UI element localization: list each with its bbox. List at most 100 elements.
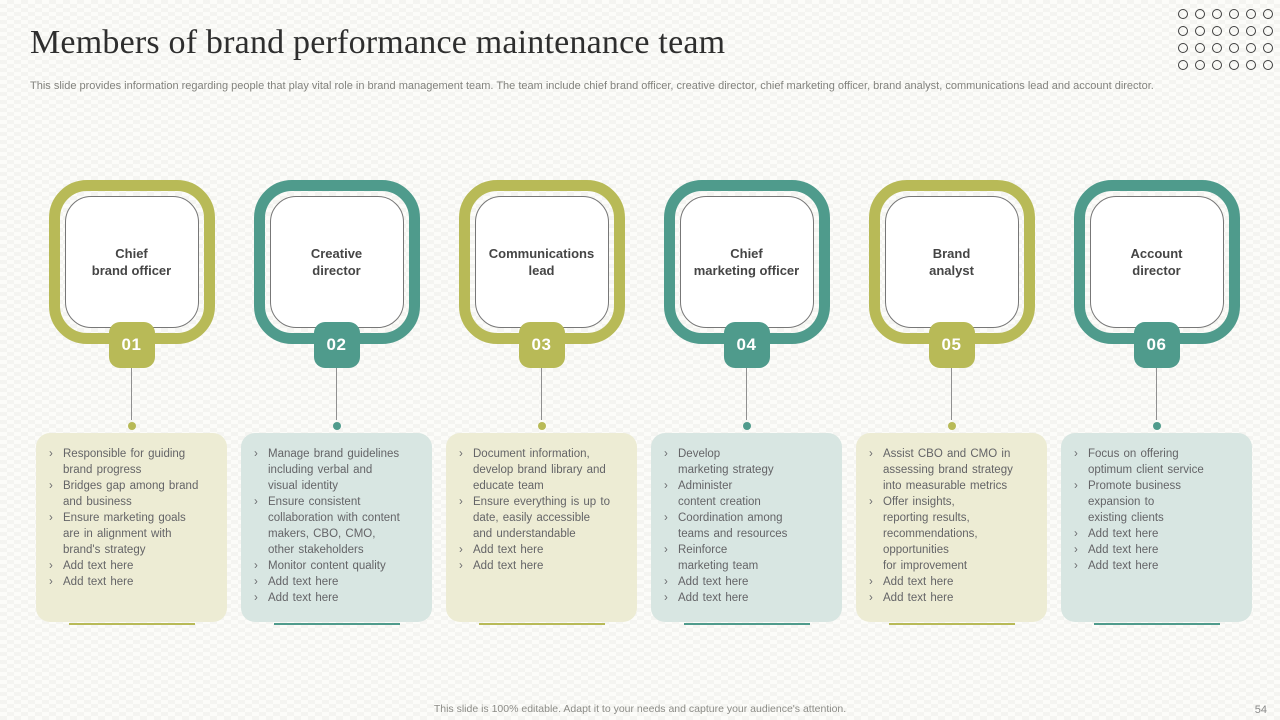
accent-underline [683,623,810,625]
bullet-item: ›Add text here [251,590,424,606]
bullet-item: ›Add text here [456,558,629,574]
ring-icon [1229,26,1239,36]
bullet-item: › Add text here [456,542,629,558]
bullet-item: ›Manage brand guidelines including verba… [251,446,424,494]
bullet-item: › Develop marketing strategy [661,446,834,478]
member-info-box: ›Responsible for guiding brand progress›… [36,433,227,625]
ring-icon [1212,60,1222,70]
bullet-text: Offer insights, reporting results, recom… [883,496,978,572]
chevron-bullet-icon: › [459,560,463,572]
member-card-inner: Chief marketing officer [679,196,814,328]
ring-icon [1263,9,1273,19]
accent-underline [888,623,1015,625]
member-column: Communications lead 03 › Document informa… [446,180,637,625]
chevron-bullet-icon: › [459,544,463,556]
chevron-bullet-icon: › [254,496,258,508]
bullet-text: Document information, develop brand libr… [473,448,606,492]
bullet-item: ›Promote business expansion to existing … [1071,478,1244,526]
chevron-bullet-icon: › [1074,544,1078,556]
chevron-bullet-icon: › [1074,560,1078,572]
bullet-text: Bridges gap among brand and business [63,480,199,508]
bullet-text: Ensure consistent collaboration with con… [268,496,400,556]
bullet-text: Add text here [678,576,749,588]
member-card-inner: Chief brand officer [64,196,199,328]
bullet-text: Add text here [1088,560,1159,572]
accent-underline [68,623,195,625]
ring-icon [1195,9,1205,19]
member-info-box: › Document information, develop brand lib… [446,433,637,625]
bullet-item: ›Responsible for guiding brand progress [46,446,219,478]
chevron-bullet-icon: › [49,576,53,588]
member-card: Creative director 02 [253,180,420,368]
accent-underline [1093,623,1220,625]
member-card-inner: Creative director [269,196,404,328]
ring-icon [1212,9,1222,19]
member-number-badge: 02 [313,322,360,368]
connector-line [1156,368,1157,420]
bullet-text: Add text here [473,544,544,556]
member-info-box: ›Assist CBO and CMO in assessing brand s… [856,433,1047,625]
member-number-badge: 03 [518,322,565,368]
member-card-inner: Account director [1089,196,1224,328]
bullet-text: Add text here [1088,544,1159,556]
bullet-item: ›Add text here [866,590,1039,606]
bullet-item: › Focus on offering optimum client servic… [1071,446,1244,478]
bullet-text: Ensure everything is up to date, easily … [473,496,610,540]
ring-icon [1178,43,1188,53]
bullet-text: Promote business expansion to existing c… [1088,480,1182,524]
ring-icon [1195,60,1205,70]
bullet-item: ›Add text here [1071,526,1244,542]
bullet-text: Focus on offering optimum client service [1088,448,1204,476]
bullet-item: ›Document information, develop brand lib… [456,446,629,494]
chevron-bullet-icon: › [664,512,668,524]
ring-icon [1229,9,1239,19]
ring-icon [1178,60,1188,70]
bullet-text: Add text here [63,560,134,572]
member-info-box: › Focus on offering optimum client servic… [1061,433,1252,625]
member-column: Brand analyst 05 ›Assist CBO and CMO in … [856,180,1047,625]
bullet-text: Monitor content quality [268,560,386,572]
bullet-list: › Focus on offering optimum client servic… [1071,446,1244,574]
ring-icon [1195,26,1205,36]
member-role-title: Brand analyst [929,246,974,278]
bullet-text: Add text here [883,576,954,588]
connector-line [541,368,542,420]
bullet-text: Develop marketing strategy [678,448,774,476]
chevron-bullet-icon: › [1074,448,1078,460]
bullet-text: Administer content creation [678,480,761,508]
bullet-item: › Add text here [1071,558,1244,574]
chevron-bullet-icon: › [254,560,258,572]
connector-dot-icon [127,422,136,430]
bullet-item: ›Ensure marketing goals are in alignment… [46,510,219,558]
bullet-text: Add text here [268,576,339,588]
bullet-item: ›Add text here [251,574,424,590]
member-card: Chief marketing officer 04 [663,180,830,368]
connector-dot-icon [537,422,546,430]
ring-icon [1246,43,1256,53]
bullet-item: ›Assist CBO and CMO in assessing brand s… [866,446,1039,494]
ring-icon [1246,26,1256,36]
member-role-title: Chief marketing officer [693,246,800,278]
chevron-bullet-icon: › [49,448,53,460]
bullet-item: › Add text here [1071,542,1244,558]
ring-icon [1263,60,1273,70]
chevron-bullet-icon: › [459,496,463,508]
chevron-bullet-icon: › [254,448,258,460]
bullet-item: ›Add text here [46,574,219,590]
member-column: Chief marketing officer 04 › Develop mark… [651,180,842,625]
connector-line [336,368,337,420]
decor-dot-grid [1178,9,1273,70]
bullet-item: › Ensure everything is up to date, easily… [456,494,629,542]
ring-icon [1246,60,1256,70]
bullet-text: Add text here [883,592,954,604]
chevron-bullet-icon: › [1074,528,1078,540]
bullet-text: Add text here [678,592,749,604]
member-card: Account director 06 [1073,180,1240,368]
ring-icon [1229,60,1239,70]
chevron-bullet-icon: › [664,448,668,460]
member-card-inner: Communications lead [474,196,609,328]
member-card: Brand analyst 05 [868,180,1035,368]
chevron-bullet-icon: › [664,480,668,492]
member-info-box: › Develop marketing strategy › Administer c… [651,433,842,625]
